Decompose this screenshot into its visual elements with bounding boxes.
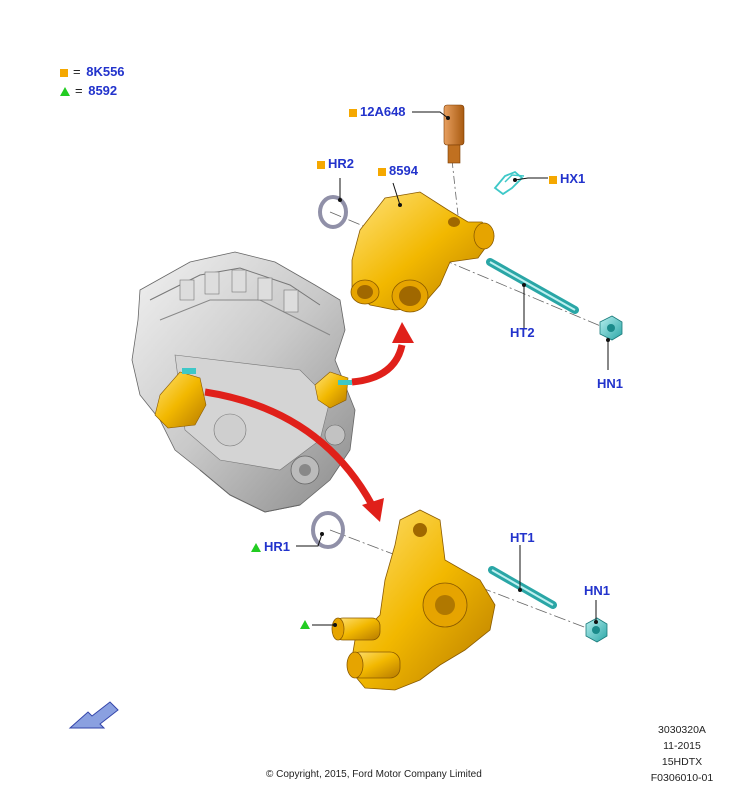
o-ring-hr1 <box>311 511 345 549</box>
callout-text: HT1 <box>510 530 535 545</box>
callout-text: 8594 <box>389 163 418 178</box>
callout-text: HN1 <box>597 376 624 391</box>
square-marker-icon <box>60 68 68 77</box>
legend-eq: = <box>75 83 83 98</box>
stud-ht1 <box>488 566 557 609</box>
stud-ht2 <box>486 258 579 314</box>
engine-mounted-housing-left <box>154 368 207 429</box>
callout-text: HN1 <box>584 583 611 598</box>
square-marker-icon <box>378 167 386 176</box>
callout-hn1-lower: HN1 <box>584 584 610 598</box>
red-arrow-upper <box>351 322 414 386</box>
view-direction-arrow <box>68 701 119 729</box>
square-marker-icon <box>549 175 557 184</box>
nut-hn1-lower <box>585 617 608 643</box>
triangle-marker-icon <box>251 543 261 553</box>
square-marker-icon <box>349 108 357 117</box>
square-marker-icon <box>317 160 325 169</box>
temperature-sensor <box>443 104 465 164</box>
legend-code: 8592 <box>88 83 118 98</box>
figure-number: F0306010-01 <box>650 772 714 784</box>
legend-item-square: = 8K556 <box>60 64 125 79</box>
callout-text: HT2 <box>510 325 535 340</box>
red-arrow-lower <box>204 388 384 522</box>
model-code: 15HDTX <box>661 756 703 768</box>
engine-mounted-housing-right <box>314 371 352 409</box>
leader-dots <box>320 116 610 627</box>
callout-text: HR2 <box>328 156 355 171</box>
nut-hn1-upper <box>599 315 623 341</box>
callout-hr2: HR2 <box>317 157 354 171</box>
callout-ht1: HT1 <box>510 531 535 545</box>
triangle-marker-icon <box>60 87 70 97</box>
engine-block <box>131 251 356 513</box>
copyright: © Copyright, 2015, Ford Motor Company Li… <box>266 769 482 780</box>
clip-hx1 <box>493 170 525 196</box>
thermostat-housing-upper <box>350 191 495 313</box>
legend-eq: = <box>73 64 81 79</box>
triangle-marker-lower <box>300 620 310 629</box>
legend-item-triangle: = 8592 <box>60 83 117 98</box>
callout-hx1: HX1 <box>549 172 585 186</box>
callout-ht2: HT2 <box>510 326 535 340</box>
callout-sensor: 12A648 <box>349 105 406 119</box>
callout-text: HX1 <box>560 171 586 186</box>
thermostat-housing-lower <box>331 509 496 691</box>
callout-hr1: HR1 <box>251 540 290 554</box>
callout-text: 12A648 <box>360 104 406 119</box>
date-code: 11-2015 <box>663 740 701 752</box>
callout-text: HR1 <box>264 539 291 554</box>
callout-hn1-upper: HN1 <box>597 377 623 391</box>
legend-code: 8K556 <box>86 64 125 79</box>
o-ring-hr2 <box>318 195 348 229</box>
callout-housing-upper: 8594 <box>378 164 418 178</box>
ref-number: 3030320A <box>658 724 706 736</box>
figure-meta: 3030320A 11-2015 15HDTX F0306010-01 <box>637 722 727 786</box>
leader-lines <box>296 111 609 626</box>
